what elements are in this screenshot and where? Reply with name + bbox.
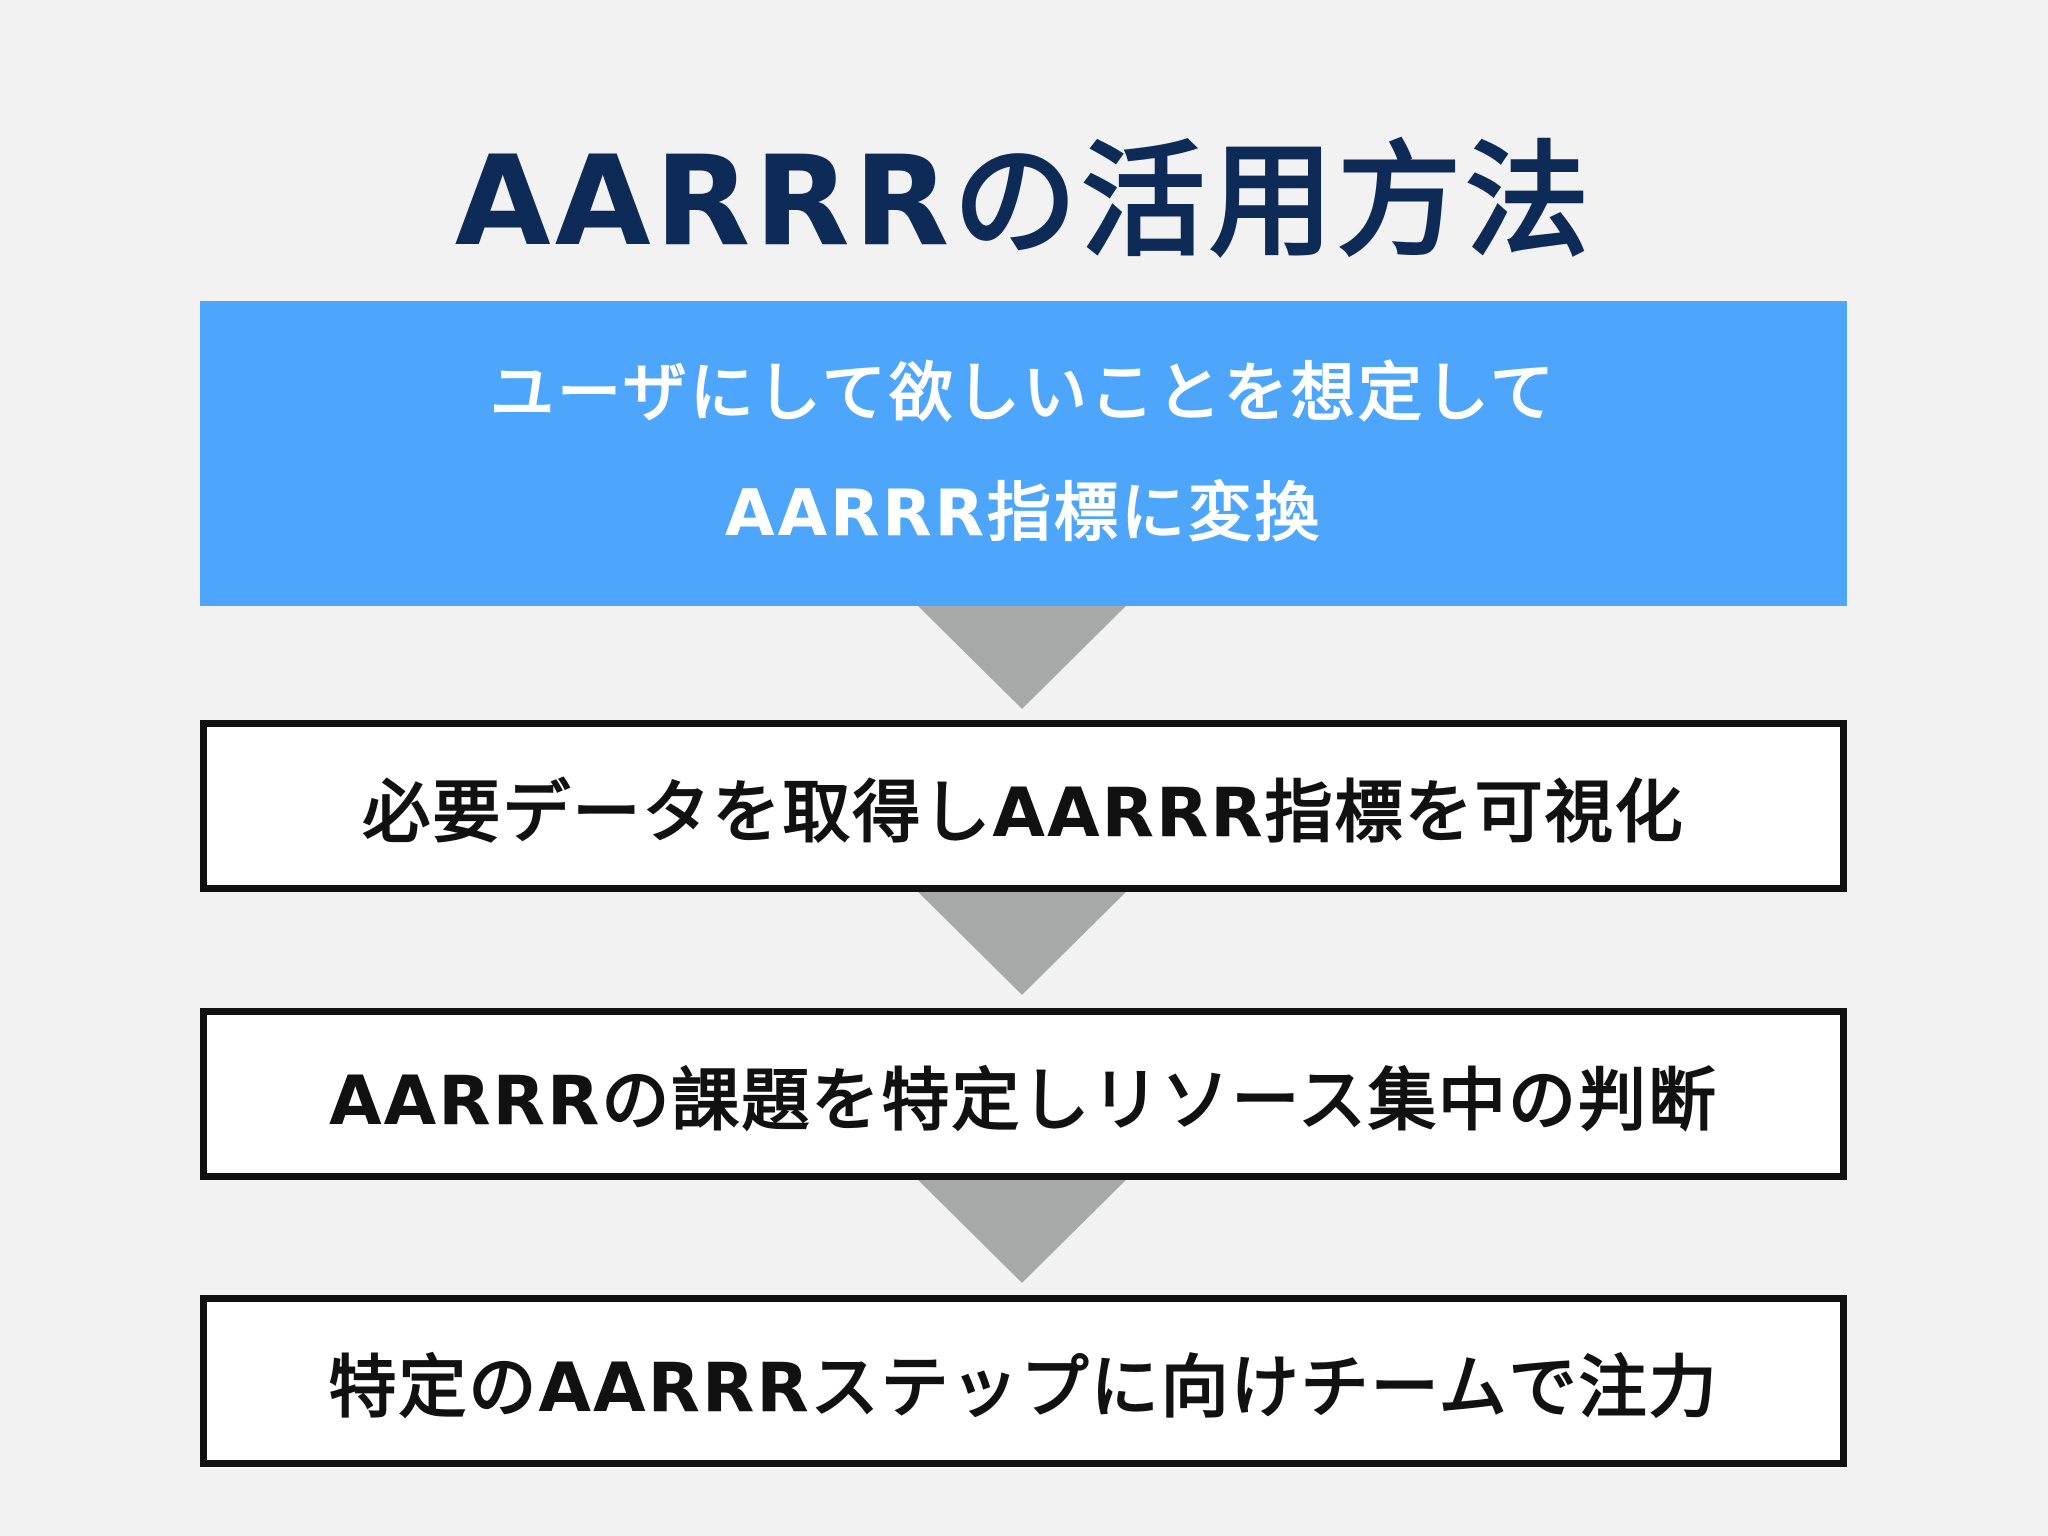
arrow-down-icon: [918, 1180, 1126, 1283]
step-1-line-2: AARRR指標に変換: [725, 476, 1322, 551]
page-title: AARRRの活用方法: [454, 130, 1594, 274]
arrow-down-icon: [918, 606, 1126, 709]
step-4-text: 特定のAARRRステップに向けチームで注力: [328, 1348, 1719, 1428]
step-box-1: ユーザにして欲しいことを想定して AARRR指標に変換: [200, 301, 1847, 606]
step-3-text: AARRRの課題を特定しリソース集中の判断: [329, 1061, 1718, 1141]
step-1-line-1: ユーザにして欲しいことを想定して: [490, 356, 1557, 431]
arrow-down-icon: [918, 892, 1126, 995]
step-1-text: ユーザにして欲しいことを想定して AARRR指標に変換: [490, 334, 1557, 574]
step-box-3: AARRRの課題を特定しリソース集中の判断: [200, 1008, 1847, 1180]
step-box-4: 特定のAARRRステップに向けチームで注力: [200, 1295, 1847, 1467]
step-2-text: 必要データを取得しAARRR指標を可視化: [362, 773, 1685, 853]
step-box-2: 必要データを取得しAARRR指標を可視化: [200, 720, 1847, 892]
